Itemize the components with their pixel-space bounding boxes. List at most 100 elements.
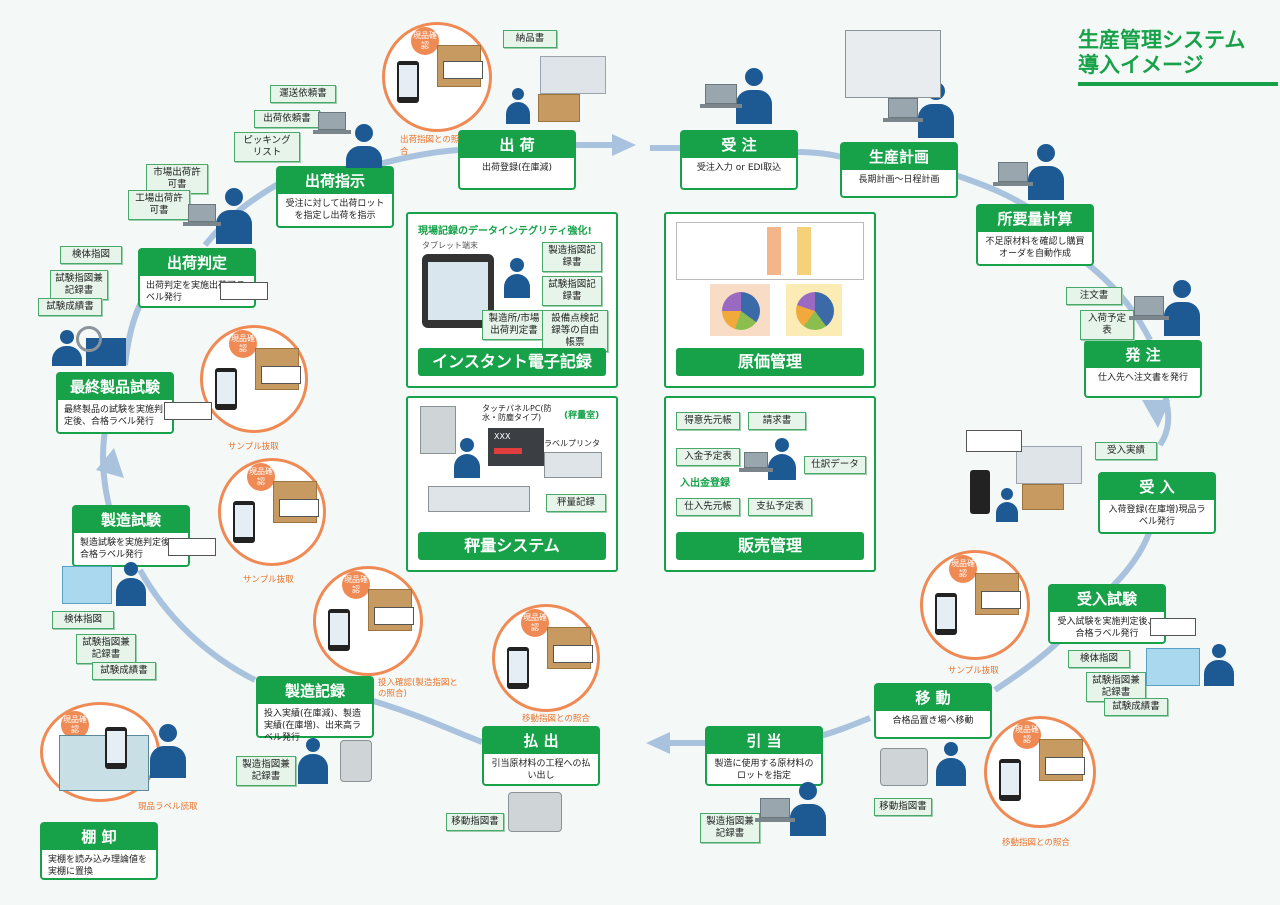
note-genpin-label: 現品ラベル読取 xyxy=(138,802,198,812)
tag-shukka-hantei: 製造所/市場出荷判定書 xyxy=(482,310,546,340)
process-title: 最終製品試験 xyxy=(58,374,172,400)
panel-hanbai-kanri: 得意先元帳 請求書 入金予定表 入出金登録 仕訳データ 仕入先元帳 支払予定表 … xyxy=(664,396,876,572)
title-line-1: 生産管理システム xyxy=(1078,28,1246,52)
process-shukka-shiji: 出荷指示 受注に対して出荷ロットを指定し出荷を指示 xyxy=(276,166,394,228)
process-desc: 製造試験を実施判定後、合格ラベル発行 xyxy=(80,538,180,560)
process-desc: 合格品置き場へ移動 xyxy=(892,716,974,726)
doc-ukeire-jisseki: 受入実績 xyxy=(1095,442,1157,460)
process-title: 生産計画 xyxy=(842,144,956,170)
genpin-bubble-haraidashi: 現品確認 xyxy=(492,604,600,712)
genpin-tag: 現品確認 xyxy=(949,555,977,583)
process-shoyoryo: 所要量計算 不足原材料を確認し購買オーダを自動作成 xyxy=(976,204,1094,266)
worker-icon xyxy=(936,742,966,786)
tag-shiwake-data: 仕訳データ xyxy=(804,456,866,474)
handheld-terminal-icon xyxy=(105,727,127,769)
process-desc: 不足原材料を確認し購買オーダを自動作成 xyxy=(985,237,1085,259)
process-title: 製造記録 xyxy=(258,678,372,704)
process-saishu-shiken: 最終製品試験 最終製品の試験を実施判定後、合格ラベル発行 xyxy=(56,372,174,434)
touch-panel-caption: タッチパネルPC(防水・防塵タイプ) xyxy=(482,404,552,422)
panel-instant-kiroku: 現場記録のデータインテグリティ強化! タブレット端末 製造指図記録書 試験指図記… xyxy=(406,212,618,388)
doc-shiken-seiseki: 試験成績書 xyxy=(1104,698,1168,716)
pie-chart-icon xyxy=(710,284,770,336)
worker-icon xyxy=(150,724,186,778)
handheld-terminal-icon xyxy=(328,609,350,651)
label-icon xyxy=(443,61,483,79)
tag-shiken-shizu: 試験指図記録書 xyxy=(542,276,602,306)
process-seizo-shiken: 製造試験 製造試験を実施判定後、合格ラベル発行 xyxy=(72,505,190,567)
lab-equipment-icon xyxy=(1146,648,1200,686)
doc-shiken-seiseki: 試験成績書 xyxy=(92,662,156,680)
tablet-caption: タブレット端末 xyxy=(422,241,478,250)
process-title: 所要量計算 xyxy=(978,206,1092,232)
process-title: 払 出 xyxy=(484,728,598,754)
handheld-terminal-icon xyxy=(233,501,255,543)
process-title: 出荷指示 xyxy=(278,168,392,194)
process-ukeire: 受 入 入荷登録(在庫増)現品ラベル発行 xyxy=(1098,472,1216,534)
process-haraidashi: 払 出 引当原材料の工程への払い出し xyxy=(482,726,600,786)
process-title: 移 動 xyxy=(876,685,990,711)
handheld-terminal-icon xyxy=(507,647,529,689)
worker-icon xyxy=(1204,644,1234,686)
process-title: 受入試験 xyxy=(1050,586,1164,612)
worker-icon xyxy=(790,782,826,836)
process-desc: 受入試験を実施判定後、合格ラベル発行 xyxy=(1057,617,1157,639)
laptop-icon xyxy=(739,452,773,472)
panel-footer: インスタント電子記録 xyxy=(418,348,606,376)
printer-caption: ラベルプリンタ xyxy=(544,439,600,448)
doc-nohinsho: 納品書 xyxy=(503,30,557,48)
magnifier-icon xyxy=(76,326,102,352)
page-title: 生産管理システム 導入イメージ xyxy=(1078,28,1278,78)
worker-icon xyxy=(52,330,82,366)
panel-footer: 販売管理 xyxy=(676,532,864,560)
cost-table-icon xyxy=(676,222,864,280)
process-ukeire-shiken: 受入試験 受入試験を実施判定後、合格ラベル発行 xyxy=(1048,584,1166,644)
genpin-bubble-saishu: 現品確認 xyxy=(200,325,308,433)
doc-ichiba-shukka: 市場出荷許可書 xyxy=(146,164,208,194)
worker-icon xyxy=(454,438,480,478)
label-icon xyxy=(553,645,593,663)
laptop-icon xyxy=(700,84,742,108)
genpin-tag: 現品確認 xyxy=(521,609,549,637)
process-desc: 長期計画～日程計画 xyxy=(858,175,940,185)
doc-kentai-shizu: 検体指図 xyxy=(52,611,114,629)
doc-kentai-shizu: 検体指図 xyxy=(60,246,122,264)
genpin-bubble-ido: 現品確認 xyxy=(984,716,1096,828)
process-title: 発 注 xyxy=(1086,342,1200,368)
doc-shiken-shizu: 試験指図兼記録書 xyxy=(76,634,136,664)
genpin-bubble-tanaoroshi: 現品確認 xyxy=(40,702,160,802)
screen-text: XXX xyxy=(494,432,511,441)
process-desc: 出荷登録(在庫減) xyxy=(481,163,553,173)
panel-hyoryo-system: タッチパネルPC(防水・防塵タイプ) (秤量室) XXX ラベルプリンタ 秤量記… xyxy=(406,396,618,572)
process-seizo-kiroku: 製造記録 投入実績(在庫減)、製造実績(在庫増)、出来高ラベル発行 xyxy=(256,676,374,743)
boxes-icon xyxy=(1022,484,1064,510)
handheld-terminal-icon xyxy=(935,593,957,635)
process-title: 棚 卸 xyxy=(42,824,156,850)
process-desc: 製造に使用する原材料のロットを指定 xyxy=(714,759,814,781)
process-desc: 受注入力 or EDI取込 xyxy=(696,163,782,173)
doc-shiken-seiseki: 試験成績書 xyxy=(38,298,102,316)
note-sample: サンプル抜取 xyxy=(948,666,999,676)
panel-footer: 秤量システム xyxy=(418,532,606,560)
handheld-terminal-icon xyxy=(215,368,237,410)
process-desc: 受注に対して出荷ロットを指定し出荷を指示 xyxy=(285,199,385,221)
room-caption: (秤量室) xyxy=(564,411,600,421)
process-shukka-hantei: 出荷判定 出荷判定を実施出荷可ラベル発行 xyxy=(138,248,256,308)
doc-kentai-shizu: 検体指図 xyxy=(1068,650,1130,668)
process-ido: 移 動 合格品置き場へ移動 xyxy=(874,683,992,739)
drum-icon xyxy=(340,740,372,782)
process-title: 引 当 xyxy=(707,728,821,754)
tag-shiiresaki-motocho: 仕入先元帳 xyxy=(676,498,740,516)
label-icon xyxy=(981,591,1021,609)
label-icon xyxy=(164,402,212,420)
note-sample: サンプル抜取 xyxy=(243,575,294,585)
label-icon xyxy=(220,282,268,300)
drum-icon xyxy=(420,406,456,454)
genpin-tag: 現品確認 xyxy=(61,711,89,739)
worker-icon xyxy=(996,488,1018,522)
worker-icon xyxy=(768,438,796,480)
handheld-terminal-icon xyxy=(999,759,1021,801)
label-icon xyxy=(1150,618,1196,636)
process-desc: 入荷登録(在庫増)現品ラベル発行 xyxy=(1108,505,1206,527)
tag-nyukin-yotei: 入金予定表 xyxy=(676,448,740,466)
process-title: 受 注 xyxy=(682,132,796,158)
